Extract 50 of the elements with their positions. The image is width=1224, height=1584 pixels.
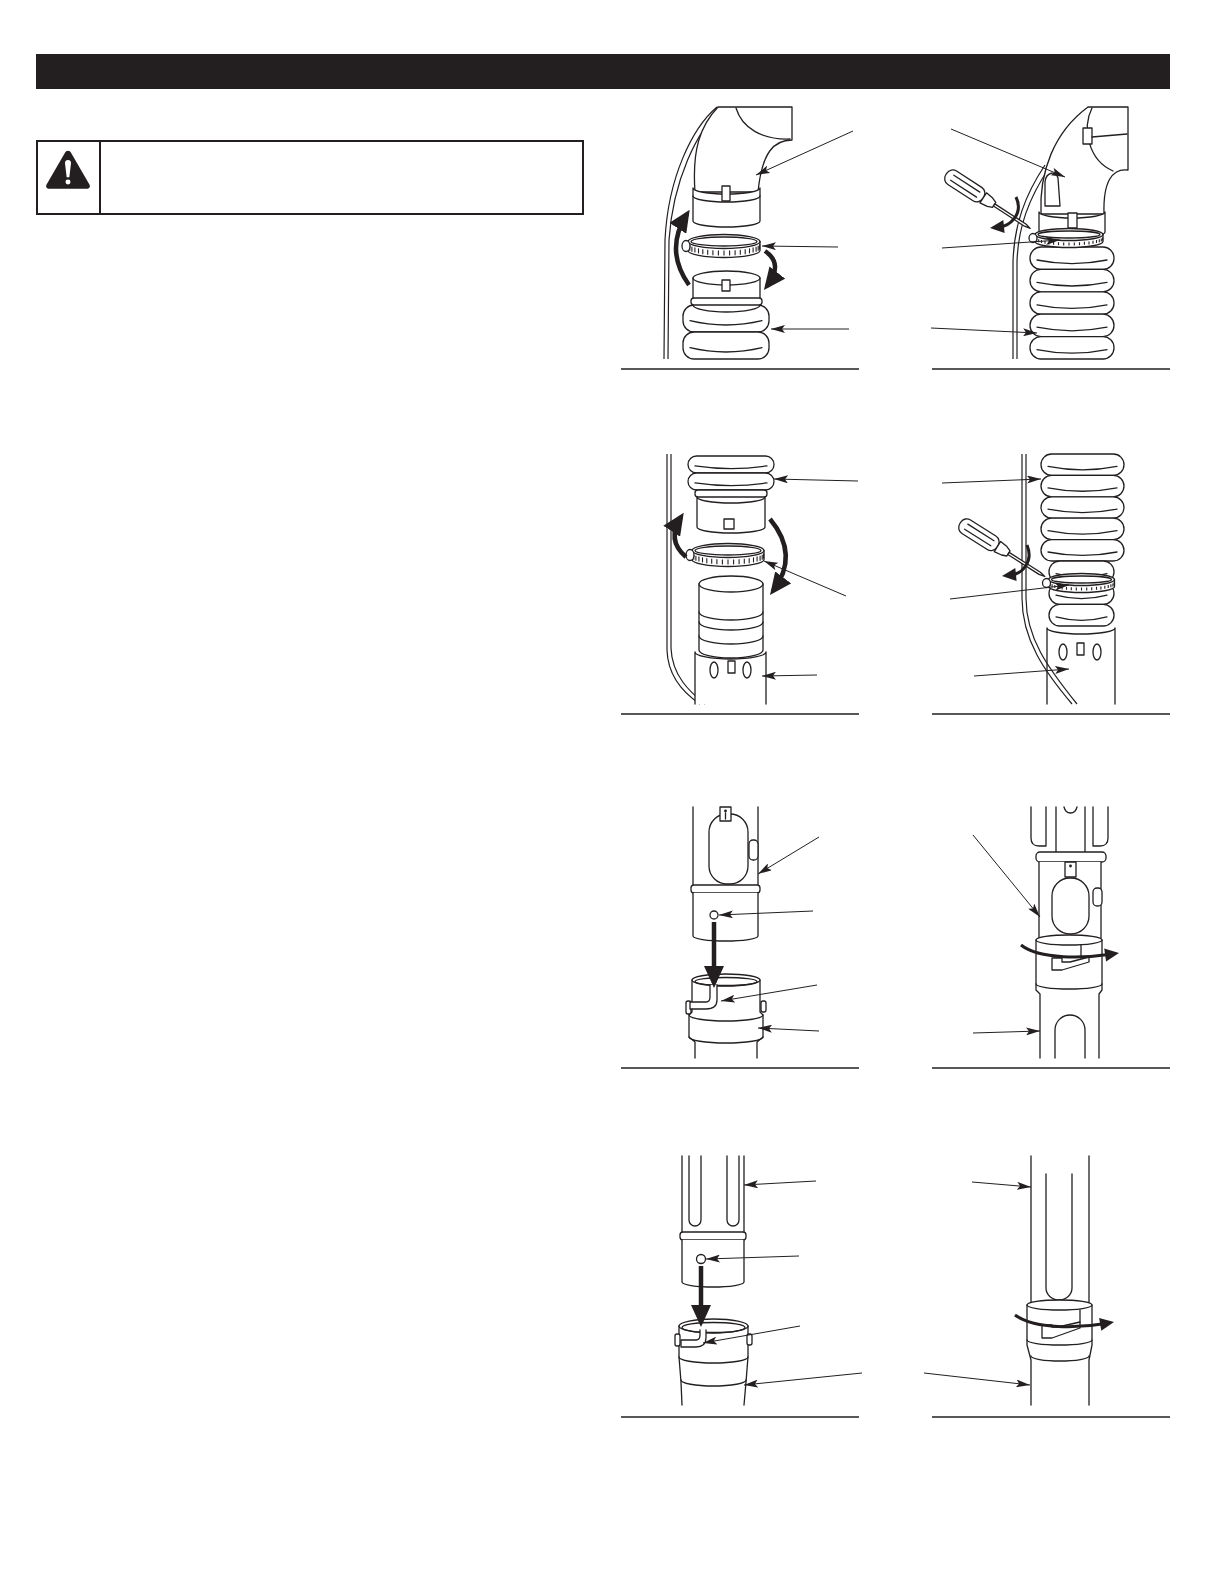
warning-box [36, 140, 584, 215]
round-hole [709, 910, 719, 920]
tube-end [694, 575, 767, 705]
tube-end [1046, 560, 1116, 705]
leader-line [743, 1180, 817, 1189]
corrugated-hose [682, 270, 770, 360]
hose-clamp [1028, 227, 1104, 249]
leader-line [702, 1325, 801, 1345]
leader-line [971, 1181, 1032, 1190]
leader-line [743, 1372, 863, 1388]
leader-line [718, 910, 814, 919]
hose-clamp [685, 542, 765, 568]
corrugated-hose [1040, 453, 1125, 562]
round-hole [695, 1253, 707, 1265]
leader-line [761, 671, 818, 680]
arrow [691, 1266, 711, 1327]
leader-line [763, 560, 847, 597]
leader-line [973, 666, 1070, 677]
leader-line [761, 242, 839, 251]
curved-arrow [763, 249, 786, 291]
elbow-pipe [692, 106, 793, 228]
leader-line [972, 1027, 1041, 1036]
lower-tube-section [1026, 1299, 1093, 1406]
curved-arrow [663, 512, 688, 559]
leader-line [770, 325, 850, 333]
hose-clamp [681, 233, 761, 259]
lower-tube-section [1035, 934, 1103, 1059]
leader-line [757, 836, 820, 875]
leader-line [720, 984, 818, 1003]
header-bar [36, 54, 1170, 89]
arrow [704, 922, 724, 988]
l-shaped-slot [689, 984, 718, 1010]
upper-tube-section [1030, 806, 1109, 939]
leader-line [941, 236, 1061, 249]
hose-clamp [1041, 572, 1116, 594]
leader-line [757, 1024, 820, 1033]
corrugated-hose [687, 455, 775, 534]
leader-line [972, 834, 1041, 918]
l-shaped-slot [680, 1329, 707, 1348]
leader-line [949, 582, 1070, 600]
leader-line [773, 475, 859, 484]
curved-arrow [669, 209, 691, 287]
curved-arrow [768, 517, 791, 596]
leader-line [923, 1372, 1031, 1388]
corrugated-hose [1029, 246, 1115, 360]
leader-line [950, 128, 1066, 178]
leader-line [705, 1254, 800, 1263]
leader-line [941, 475, 1042, 484]
leader-line [930, 327, 1038, 337]
leader-line [755, 130, 854, 176]
